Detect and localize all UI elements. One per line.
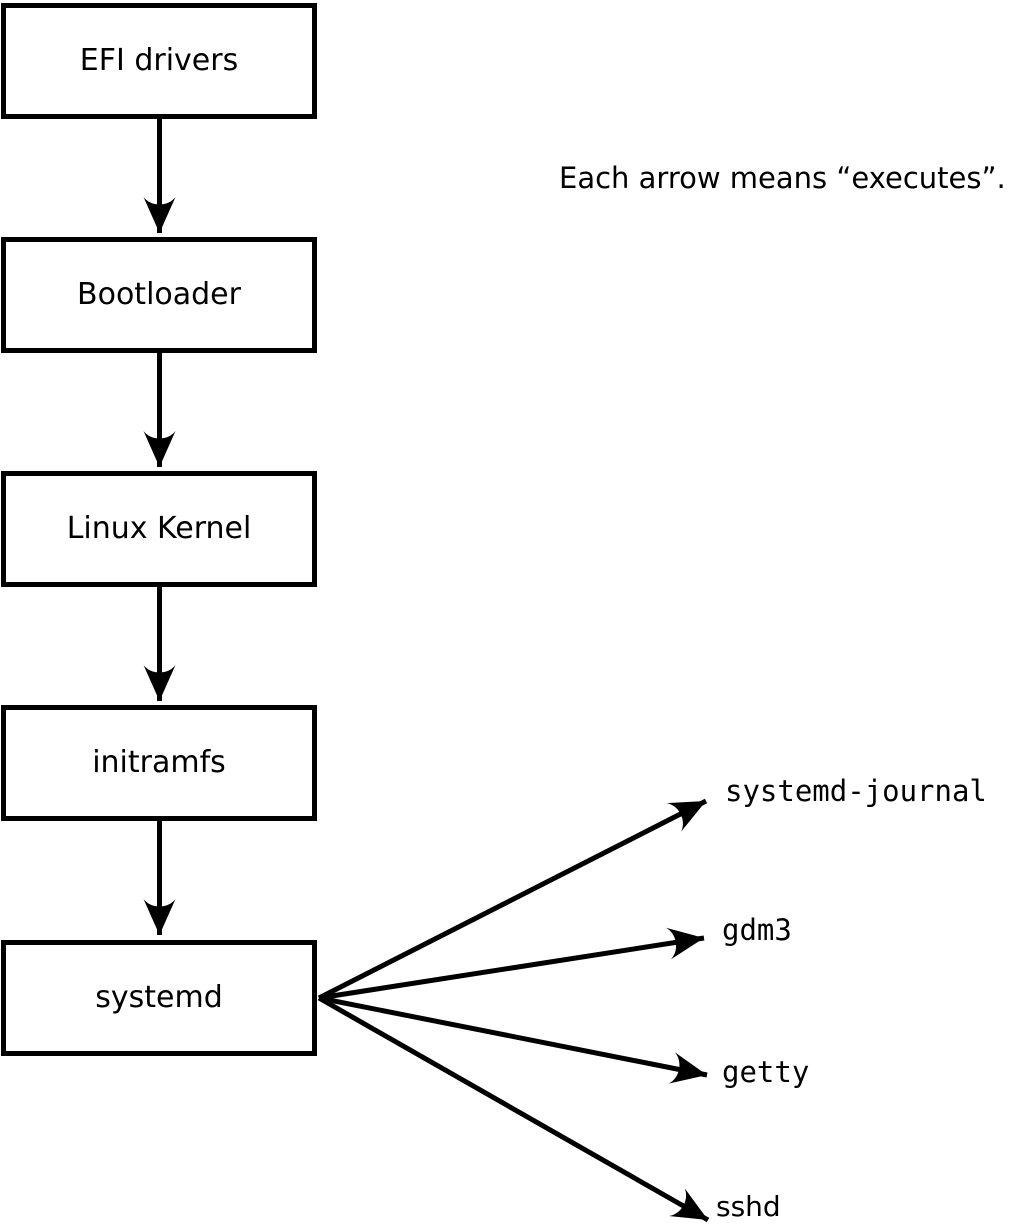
node-initramfs: initramfs xyxy=(1,705,317,821)
node-bootloader-label: Bootloader xyxy=(77,277,241,312)
node-initramfs-label: initramfs xyxy=(92,745,226,780)
arrow-systemd-to-gdm3 xyxy=(318,927,705,1001)
label-getty: getty xyxy=(722,1055,810,1089)
node-linux-kernel: Linux Kernel xyxy=(1,471,317,587)
node-efi-drivers: EFI drivers xyxy=(1,3,317,119)
node-linux-kernel-label: Linux Kernel xyxy=(66,511,252,546)
label-sshd: sshd xyxy=(716,1190,781,1223)
label-gdm3: gdm3 xyxy=(722,913,792,947)
node-efi-drivers-label: EFI drivers xyxy=(79,43,239,78)
node-systemd-label: systemd xyxy=(95,980,223,1015)
arrow-systemd-to-getty xyxy=(318,995,708,1084)
node-bootloader: Bootloader xyxy=(1,237,317,353)
arrow-systemd-to-sshd xyxy=(317,995,710,1223)
arrow-systemd-to-systemd-journal xyxy=(317,798,708,1001)
label-systemd-journal: systemd-journal xyxy=(725,774,987,808)
node-systemd: systemd xyxy=(1,940,317,1056)
legend-note: Each arrow means “executes”. xyxy=(559,161,1006,195)
